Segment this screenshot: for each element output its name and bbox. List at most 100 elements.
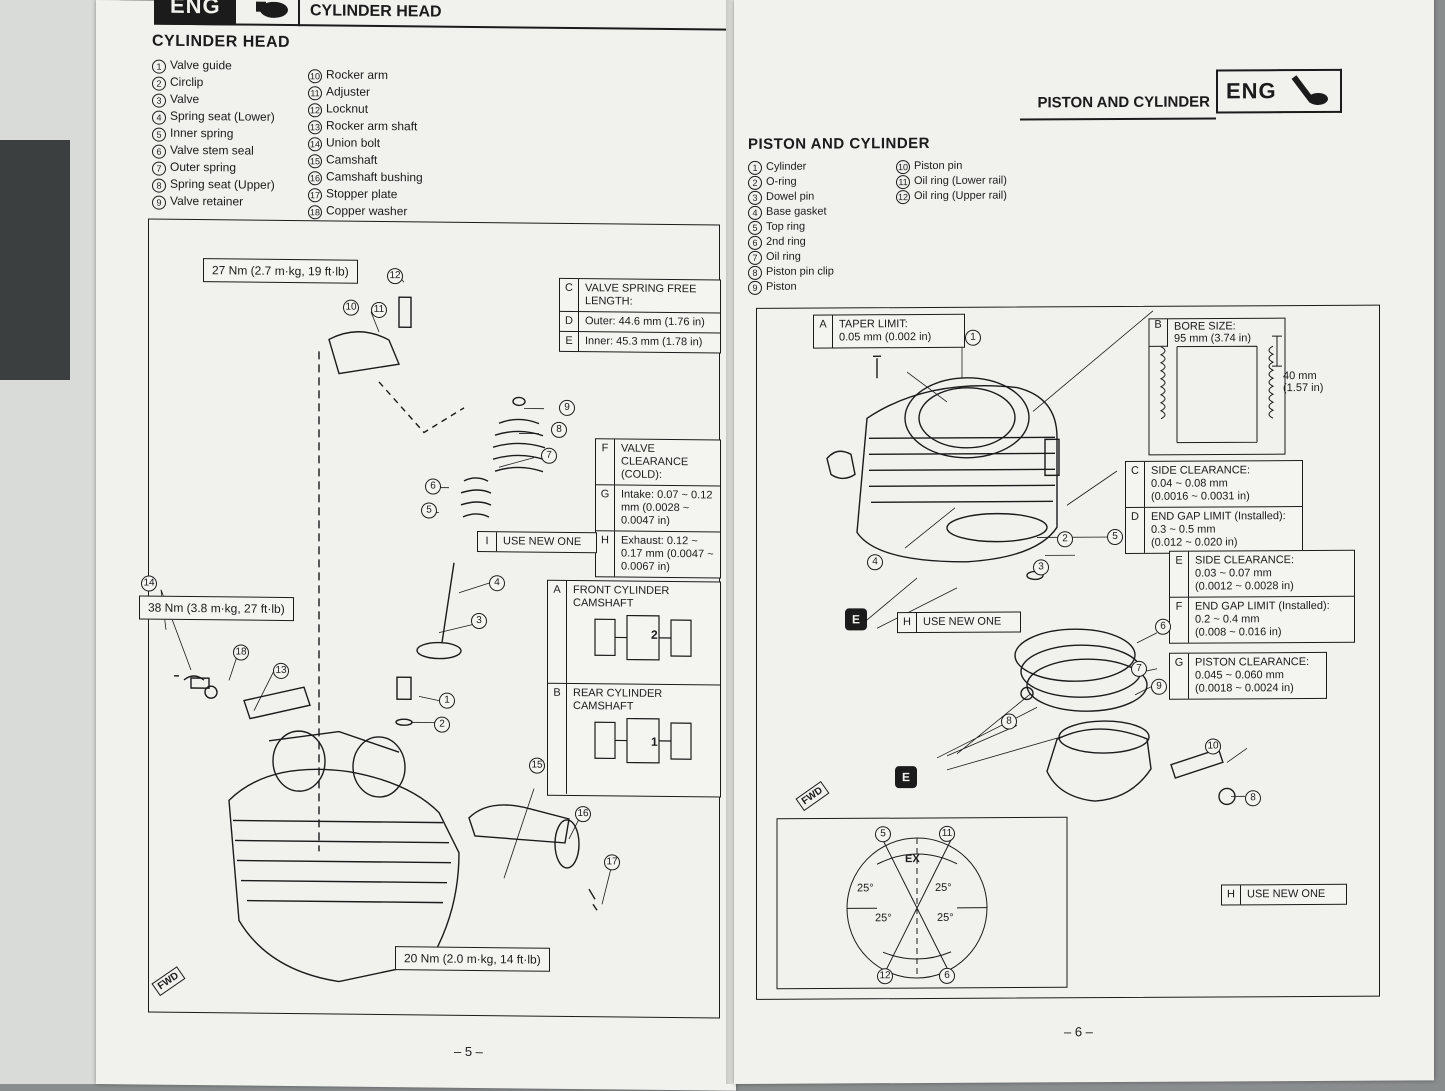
spec-line: SIDE CLEARANCE: [1195,554,1295,567]
part-name: Valve stem seal [170,142,254,158]
part-number: 7 [748,250,762,265]
spec-letter: G [596,485,615,531]
callout-r1: 1 [965,329,981,346]
spec-line: 0.04 ~ 0.08 mm [1151,477,1228,490]
spec-text: VALVE CLEARANCE (COLD): [621,442,689,481]
spec-letter: H [596,531,615,577]
part-name: Spring seat (Upper) [170,176,275,192]
ring-gap-angle-ur: 25° [935,881,952,894]
part-number: 1 [748,160,762,175]
callout-7: 7 [541,447,557,464]
right-engine-icon [1278,68,1342,114]
taper-value: 0.05 mm (0.002 in) [839,330,932,344]
taper-letter: A [814,315,833,348]
camshaft-a-mark: 2 [651,627,658,642]
left-eng-tag-box: ENG [154,0,238,26]
part-name: Locknut [326,101,369,116]
part-number: 3 [152,93,166,108]
spec-letter: F [1170,597,1189,643]
spec-letter: E [560,331,579,352]
right-header-strip: PISTON AND CYLINDER [1020,87,1216,121]
part-name: Top ring [766,220,806,233]
part-name: Oil ring [766,250,801,263]
callout-r3: 3 [1033,559,1049,576]
part-number: 7 [152,161,166,176]
part-name: Rocker arm shaft [326,118,418,134]
callout-10: 10 [343,299,359,316]
right-eng-tag-box: ENG [1216,69,1282,114]
part-name: Union bolt [326,135,381,150]
part-name: O-ring [766,175,797,188]
spec-line: (0.0012 ~ 0.0028 in) [1195,580,1294,593]
spec-line: SIDE CLEARANCE: [1151,464,1251,477]
camshaft-b-mark: 1 [651,734,658,749]
spec-text-block: SIDE CLEARANCE:0.04 ~ 0.08 mm(0.0016 ~ 0… [1145,461,1256,507]
part-number: 10 [308,69,322,84]
spec-letter: C [560,278,579,312]
part-number: 5 [152,127,166,142]
spec-line: PISTON CLEARANCE: [1195,655,1310,669]
callout-gap-12: 12 [877,968,893,985]
engine-icon [234,0,302,27]
callout-r8b: 8 [1245,790,1261,807]
rear-camshaft-drawing [594,717,692,764]
part-name: Valve [170,91,200,107]
part-name: Oil ring (Upper rail) [914,189,1007,203]
bore-label: BORE SIZE: [1174,320,1236,333]
part-number: 8 [152,178,166,193]
left-section-title: CYLINDER HEAD [152,32,291,52]
part-number: 3 [748,190,762,205]
part-number: 13 [308,120,322,135]
part-name: Valve retainer [170,193,244,209]
ring-gap-angle-ll: 25° [875,912,892,925]
part-name: Rocker arm [326,67,389,83]
part-number: 2 [748,175,762,190]
part-item: 8 Spring seat (Upper) [152,176,275,194]
part-name: Piston pin clip [766,265,834,278]
part-number: 12 [308,103,322,118]
part-name: Spring seat (Lower) [170,108,275,124]
part-item: 5 Top ring [748,219,834,235]
spec-text: Intake: 0.07 ~ 0.12 mm (0.0028 ~ 0.0047 … [621,488,713,528]
left-page-number: – 5 – [454,1043,483,1060]
callout-gap-11: 11 [939,825,955,842]
part-name: Base gasket [766,205,827,218]
spec-line: END GAP LIMIT (Installed): [1195,599,1330,613]
part-name: 2nd ring [766,235,806,248]
part-number: 15 [308,154,322,169]
spec-text-block: PISTON CLEARANCE:0.045 ~ 0.060 mm(0.0018… [1189,653,1315,699]
left-header-strip: CYLINDER HEAD [298,0,730,31]
callout-r7: 7 [1131,660,1147,677]
callout-18: 18 [233,644,249,661]
part-number: 11 [896,175,910,190]
camshaft-a-letter: A [548,580,567,683]
part-number: 5 [748,220,762,235]
spec-line: (0.008 ~ 0.016 in) [1195,626,1282,639]
part-number: 18 [308,205,322,220]
callout-4: 4 [489,575,505,592]
part-item: 10 Rocker arm [308,66,423,84]
